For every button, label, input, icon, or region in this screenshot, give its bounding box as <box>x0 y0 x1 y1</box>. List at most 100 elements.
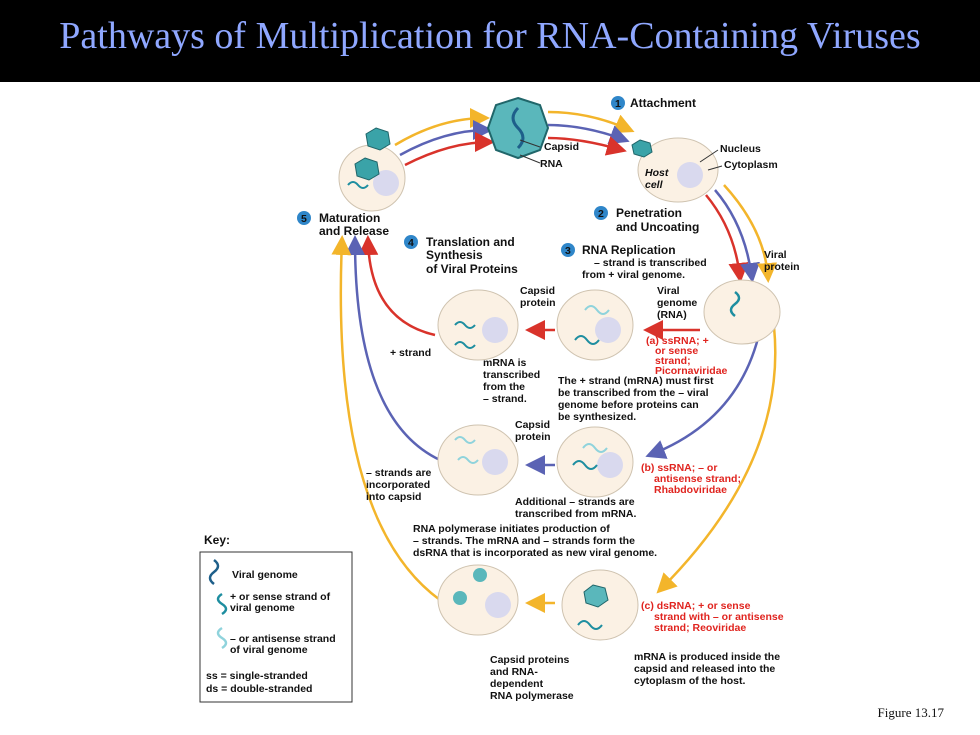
legend-key: Key: Viral genome + or sense strand of v… <box>199 533 353 703</box>
svg-text:genome: genome <box>657 297 697 309</box>
step-1: 1 Attachment <box>611 96 696 110</box>
step-5: 5 Maturation and Release <box>297 211 389 238</box>
svg-text:be transcribed from the – vira: be transcribed from the – viral <box>558 387 709 399</box>
svg-text:ss = single-stranded: ss = single-stranded <box>206 670 308 682</box>
svg-text:– strands. The mRNA and – stra: – strands. The mRNA and – strands form t… <box>413 535 635 547</box>
svg-text:cell: cell <box>645 179 664 191</box>
svg-text:mRNA is produced inside the: mRNA is produced inside the <box>634 651 780 663</box>
cell-host <box>631 137 719 203</box>
svg-text:Capsid: Capsid <box>515 419 550 431</box>
svg-text:be synthesized.: be synthesized. <box>558 411 636 423</box>
svg-text:Synthesis: Synthesis <box>426 248 483 262</box>
step-4: 4 Translation and Synthesis of Viral Pro… <box>404 235 518 276</box>
svg-text:transcribed: transcribed <box>483 369 540 381</box>
svg-text:of Viral Proteins: of Viral Proteins <box>426 262 518 276</box>
svg-text:genome before proteins can: genome before proteins can <box>558 399 699 411</box>
svg-text:(RNA): (RNA) <box>657 309 687 321</box>
svg-text:protein: protein <box>764 261 800 273</box>
svg-text:+ or sense strand of: + or sense strand of <box>230 591 331 603</box>
svg-text:and Uncoating: and Uncoating <box>616 220 699 234</box>
svg-text:Attachment: Attachment <box>630 96 696 110</box>
cell-translation-a <box>437 289 519 361</box>
svg-text:and RNA-: and RNA- <box>490 666 538 678</box>
svg-text:ds = double-stranded: ds = double-stranded <box>206 683 312 695</box>
svg-text:protein: protein <box>520 297 556 309</box>
cell-replication-c <box>561 569 639 641</box>
svg-text:– strand.: – strand. <box>483 393 527 405</box>
svg-text:Viral: Viral <box>657 285 680 297</box>
plus-strand-key-icon <box>216 592 228 616</box>
svg-text:strand; Reoviridae: strand; Reoviridae <box>654 622 746 634</box>
svg-text:dsRNA that is incorporated as: dsRNA that is incorporated as new viral … <box>413 547 657 559</box>
svg-text:from + viral genome.: from + viral genome. <box>582 269 685 281</box>
svg-text:mRNA is: mRNA is <box>483 357 527 369</box>
svg-text:RNA Replication: RNA Replication <box>582 243 676 257</box>
virion-cluster-icon <box>354 127 391 181</box>
svg-text:+ strand: + strand <box>390 347 431 359</box>
svg-text:– or antisense strand: – or antisense strand <box>230 633 336 645</box>
top-labels: Capsid RNA Host cell Nucleus Cytoplasm V… <box>519 139 800 273</box>
minus-strand-key-icon <box>216 626 228 650</box>
svg-text:dependent: dependent <box>490 678 544 690</box>
step-3: 3 RNA Replication – strand is transcribe… <box>561 243 707 281</box>
svg-text:(c) dsRNA; + or sense: (c) dsRNA; + or sense <box>641 600 751 612</box>
virus-type-labels: (a) ssRNA; + or sense strand; Picornavir… <box>641 335 784 634</box>
figure-label: Figure 13.17 <box>877 705 944 720</box>
svg-text:Capsid: Capsid <box>544 141 579 153</box>
svg-text:RNA: RNA <box>540 158 563 170</box>
cell-viral-genome <box>703 279 781 345</box>
svg-text:Capsid proteins: Capsid proteins <box>490 654 570 666</box>
svg-text:antisense strand;: antisense strand; <box>654 473 741 485</box>
svg-text:or sense: or sense <box>655 345 698 357</box>
svg-text:Nucleus: Nucleus <box>720 143 761 155</box>
svg-text:Translation and: Translation and <box>426 235 515 249</box>
svg-text:The + strand (mRNA) must first: The + strand (mRNA) must first <box>558 375 714 387</box>
cell-translation-c <box>437 564 519 636</box>
svg-text:incorporated: incorporated <box>366 479 430 491</box>
svg-text:strand with – or antisense: strand with – or antisense <box>654 611 784 623</box>
svg-text:– strand is transcribed: – strand is transcribed <box>594 257 707 269</box>
svg-text:from the: from the <box>483 381 525 393</box>
svg-text:(b) ssRNA; – or: (b) ssRNA; – or <box>641 462 717 474</box>
svg-text:capsid and released into the: capsid and released into the <box>634 663 775 675</box>
svg-text:Additional – strands are: Additional – strands are <box>515 496 635 508</box>
svg-text:Viral: Viral <box>764 249 787 261</box>
title-bar: Pathways of Multiplication for RNA-Conta… <box>0 0 980 82</box>
svg-text:(a) ssRNA; +: (a) ssRNA; + <box>646 335 709 347</box>
svg-text:transcribed from mRNA.: transcribed from mRNA. <box>515 508 636 520</box>
svg-text:Key:: Key: <box>204 533 230 547</box>
free-virion-icon <box>486 96 550 160</box>
svg-text:– strands are: – strands are <box>366 467 432 479</box>
svg-text:protein: protein <box>515 431 551 443</box>
svg-text:2: 2 <box>598 208 604 220</box>
svg-text:cytoplasm of the host.: cytoplasm of the host. <box>634 675 746 687</box>
svg-text:1: 1 <box>615 98 621 110</box>
svg-text:RNA polymerase: RNA polymerase <box>490 690 574 702</box>
cell-translation-b <box>437 424 519 496</box>
svg-text:of viral genome: of viral genome <box>230 644 308 656</box>
step-2: 2 Penetration and Uncoating <box>594 206 699 234</box>
svg-text:3: 3 <box>565 245 571 257</box>
svg-text:and Release: and Release <box>319 224 389 238</box>
svg-text:Penetration: Penetration <box>616 206 682 220</box>
cell-replication-a <box>556 289 634 361</box>
svg-text:Capsid: Capsid <box>520 285 555 297</box>
svg-text:Picornaviridae: Picornaviridae <box>655 365 728 377</box>
svg-text:Cytoplasm: Cytoplasm <box>724 159 778 171</box>
svg-text:Host: Host <box>645 167 669 179</box>
svg-text:into capsid: into capsid <box>366 491 421 503</box>
middle-labels: Capsid protein Viral genome (RNA) + stra… <box>366 285 780 702</box>
svg-text:Viral genome: Viral genome <box>232 569 298 581</box>
svg-text:RNA polymerase initiates produ: RNA polymerase initiates production of <box>413 523 610 535</box>
svg-text:strand;: strand; <box>655 355 691 367</box>
cell-replication-b <box>556 426 634 498</box>
page-title: Pathways of Multiplication for RNA-Conta… <box>59 15 921 57</box>
svg-text:viral genome: viral genome <box>230 602 295 614</box>
svg-text:4: 4 <box>408 237 414 249</box>
svg-text:5: 5 <box>301 213 307 225</box>
svg-text:Maturation: Maturation <box>319 211 380 225</box>
svg-text:Rhabdoviridae: Rhabdoviridae <box>654 484 727 496</box>
viral-genome-key-icon <box>208 559 220 585</box>
cycle-arrows <box>331 108 778 613</box>
